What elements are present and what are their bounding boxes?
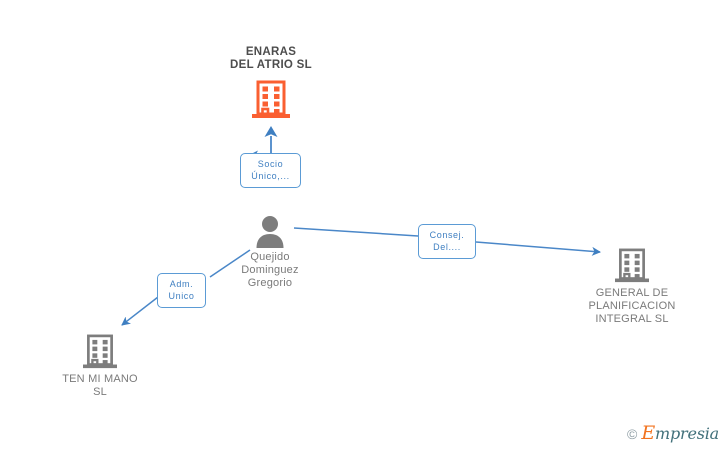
node-label-enaras: ENARAS DEL ATRIO SL	[230, 46, 312, 71]
building-icon	[557, 248, 707, 284]
relation-box-consej-del[interactable]: Consej. Del....	[418, 224, 476, 259]
watermark: © Empresia	[627, 424, 719, 443]
node-label-ten-mi-mano: TEN MI MANO SL	[62, 373, 138, 398]
node-company-general-planificacion[interactable]: GENERAL DE PLANIFICACION INTEGRAL SL	[557, 248, 707, 326]
brand-initial: E	[641, 422, 655, 444]
relation-box-adm-unico[interactable]: Adm. Unico	[157, 273, 206, 308]
person-icon	[195, 214, 345, 248]
node-person-quejido[interactable]: Quejido Dominguez Gregorio	[195, 214, 345, 290]
copyright-icon: ©	[627, 425, 638, 442]
node-company-enaras[interactable]: ENARAS DEL ATRIO SL	[196, 46, 346, 120]
brand-rest: mpresia	[655, 424, 719, 443]
relation-box-socio-unico[interactable]: Socio Único,...	[240, 153, 301, 188]
node-label-general-planificacion: GENERAL DE PLANIFICACION INTEGRAL SL	[588, 287, 676, 325]
node-company-ten-mi-mano[interactable]: TEN MI MANO SL	[25, 334, 175, 399]
node-label-quejido: Quejido Dominguez Gregorio	[241, 251, 299, 289]
brand-empresia: Empresia	[641, 424, 719, 443]
building-icon	[25, 334, 175, 370]
building-icon	[196, 72, 346, 120]
